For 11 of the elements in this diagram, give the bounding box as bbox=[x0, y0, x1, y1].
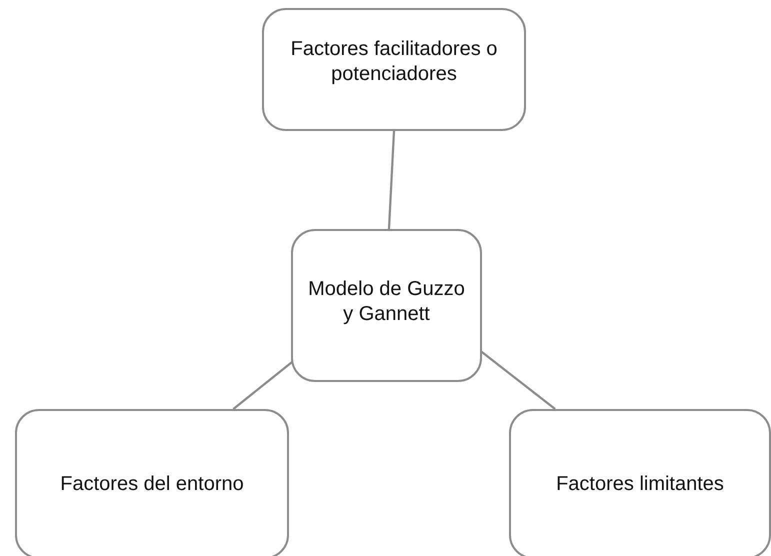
rounded-box bbox=[15, 409, 289, 556]
node-text: Modelo de Guzzo y Gannett bbox=[307, 276, 466, 326]
connector-line bbox=[388, 130, 396, 230]
node-text: Factores limitantes bbox=[556, 472, 724, 496]
rounded-box bbox=[291, 229, 482, 382]
connector-line bbox=[480, 350, 556, 410]
connector-line bbox=[232, 361, 293, 410]
rounded-box bbox=[509, 409, 771, 556]
node-text: Factores facilitadores o potenciadores bbox=[290, 36, 498, 86]
node-text: Factores del entorno bbox=[60, 472, 244, 496]
rounded-box bbox=[262, 8, 526, 131]
